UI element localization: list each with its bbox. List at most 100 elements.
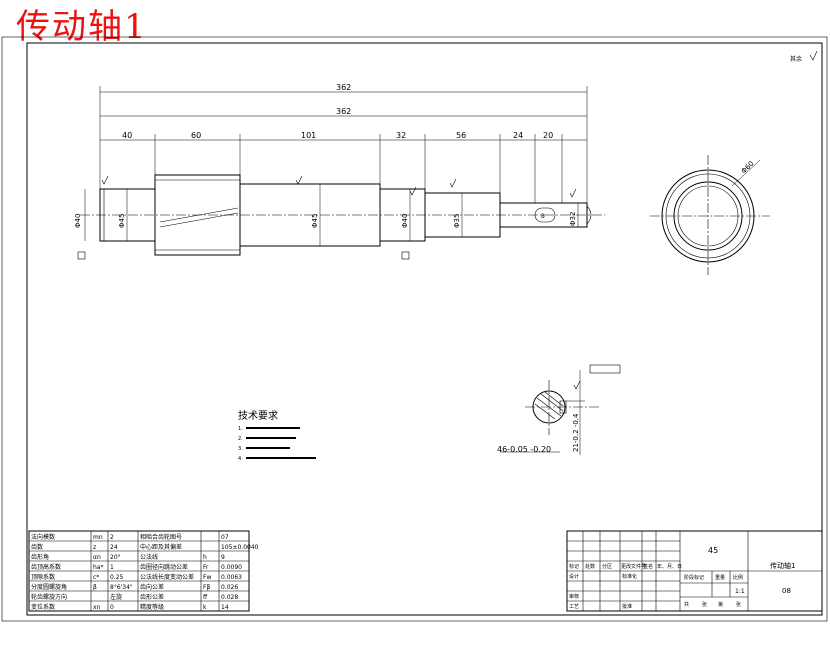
gear-table-cell: 8°6'34" [110,584,133,591]
end-view [650,155,770,275]
svg-text:第: 第 [718,601,723,608]
gear-table-cell: xn [93,604,101,611]
drawing-number: 08 [782,587,791,595]
part-name: 传动轴1 [770,561,795,570]
gear-table-cell: 20° [110,554,121,561]
svg-text:共: 共 [684,601,689,608]
svg-text:更改文件号: 更改文件号 [621,563,646,570]
dim-seg-7: 20 [543,131,553,140]
svg-text:批准: 批准 [622,603,632,610]
keyway-section [500,364,621,455]
dim-seg-3: 101 [301,131,316,140]
gear-table-cell: Fr [203,564,209,571]
section-tol: 46-0.05 -0.20 [497,445,551,454]
material: 45 [708,546,718,555]
gear-table-cell: 顶隙系数 [31,573,55,581]
gear-table-cell: 法向模数 [31,533,55,541]
gear-table-cell: c* [93,574,99,581]
datum-a-box [77,251,86,260]
inner-frame [26,42,823,616]
svg-text:签名: 签名 [643,563,653,570]
gear-table-cell: 分度圆螺旋角 [31,583,67,591]
tech-req-item-3: 3. [238,446,243,452]
gear-table-cell: 齿形公差 [140,593,164,601]
gear-table-cell: ff [203,594,208,601]
dim-circle-dia: Φ60 [740,160,756,176]
gear-table-cell: ha* [93,564,103,571]
outer-frame [1,36,828,622]
gear-table-cell: β [93,584,97,591]
keyway [534,207,556,223]
gear-table-cell: 2 [110,534,114,541]
gear-table-cell: 0.25 [110,574,124,581]
gear-table-cell: 07 [221,534,229,541]
dim-seg-6: 24 [513,131,523,140]
gear-table-cell: Fw [203,574,211,581]
gear-table-cell: 1 [110,564,114,571]
gear-table-cell: k [203,604,207,611]
scale-value: 1:1 [735,588,745,595]
gear-table-cell: 齿向公差 [140,583,164,591]
gear-table-cell: 精度等级 [140,603,164,611]
dim-overall-top: 362 [336,83,351,92]
svg-text:处数: 处数 [585,563,595,570]
gear-table-cell: 0.026 [221,584,238,591]
gear-table-cell: 105±0.0040 [221,544,259,551]
gear-table-cell: 左旋 [110,593,122,601]
gear-table-cell: 14 [221,604,229,611]
svg-text:重量: 重量 [715,574,725,581]
svg-text:审核: 审核 [569,593,579,600]
tech-req-item-4: 4. [238,456,243,462]
dim-key-width: 8 [541,213,545,220]
dim-seg-5: 56 [456,131,466,140]
title-block-labels: 标记 处数 分区 更改文件号 签名 年、月、日 设计 审核 工艺 标准化 批准 … [569,563,743,610]
svg-text:年、月、日: 年、月、日 [657,563,682,570]
svg-text:阶段标记: 阶段标记 [684,574,704,581]
roughness-symbol [809,50,818,61]
dim-dia-end: Φ32 [569,212,577,226]
section-depth: 21-0.2 -0.4 [572,413,580,452]
tech-req-title: 技术要求 [238,409,278,422]
gear-table-cell: αn [93,554,101,561]
gear-table-cell: 0 [110,604,114,611]
dim-seg-4: 32 [396,131,406,140]
dimension-lines [84,86,588,246]
gear-table-cell: 变位系数 [31,603,55,611]
corner-mark: 其余 [790,55,802,63]
dim-dia-bearing2: Φ40 [401,214,409,228]
shaft-main-view [77,174,605,260]
gear-table-cell: 齿顶高系数 [31,563,61,571]
gear-table-cell: 9 [221,554,225,561]
gear-table-cell: 齿圈径向跳动公差 [140,563,188,571]
dim-dia-gear: Φ45 [118,214,126,228]
tech-req-item-2: 2. [238,436,243,442]
gear-table-cell: 公法线 [140,553,158,561]
gear-table-cell: 0.0063 [221,574,242,581]
dim-dia-mid: Φ45 [311,214,319,228]
svg-text:设计: 设计 [569,573,579,580]
gear-table-cell: h [203,554,207,561]
gear-table-cell: 0.0090 [221,564,242,571]
gear-param-table [28,530,250,612]
tech-req-list: 1. 2. 3. 4. [238,426,316,462]
end-section [499,202,588,228]
gear-table-cell: 齿形角 [31,553,49,561]
gear-table-cell: 齿数 [31,543,43,551]
gear-table-cell: Fβ [203,584,210,591]
svg-text:分区: 分区 [602,563,612,570]
svg-text:比例: 比例 [733,574,743,581]
dim-seg-1: 40 [122,131,132,140]
gear-table-cell: z [93,544,96,551]
gear-table-cell: 公法线长度变动公差 [140,573,194,581]
gear-table-cell: 相啮合齿轮图号 [140,533,182,541]
gear-table-cell: 24 [110,544,118,551]
dim-dia-left: Φ40 [74,214,82,228]
tech-req-item-1: 1. [238,426,243,432]
gear-table-cell: 中心距及其偏差 [140,543,182,551]
svg-text:标记: 标记 [569,563,579,570]
gear-table-cell: 0.028 [221,594,238,601]
svg-text:工艺: 工艺 [569,604,579,610]
svg-text:张: 张 [702,601,707,608]
